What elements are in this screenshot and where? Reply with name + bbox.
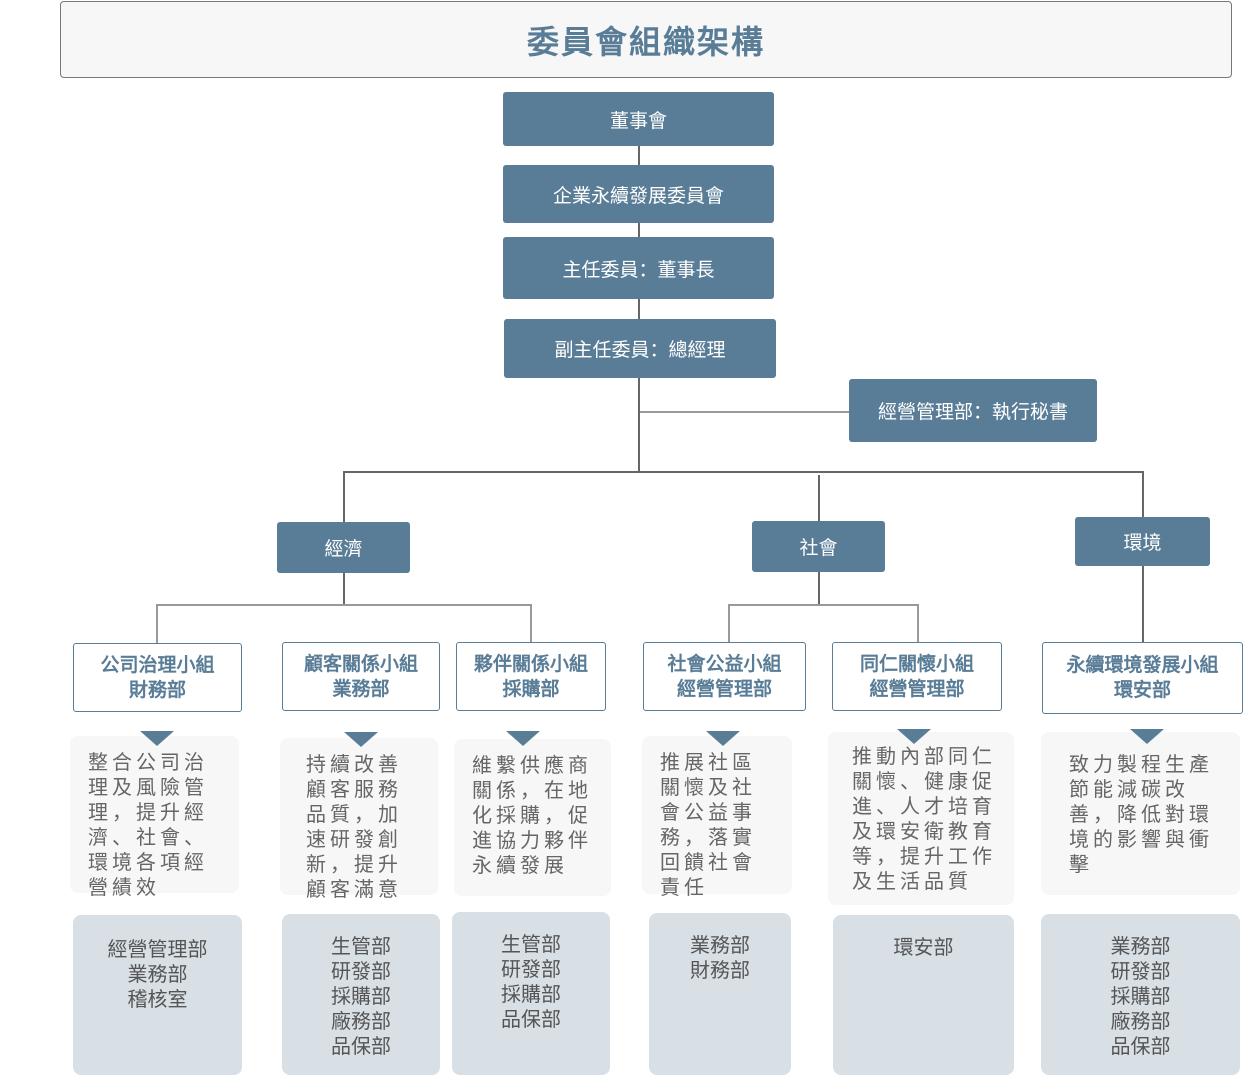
member-department: 廠務部 — [331, 1009, 391, 1033]
member-departments: 經營管理部業務部稽核室 — [73, 915, 242, 1075]
connector-line — [638, 145, 640, 165]
connector-line — [530, 604, 532, 642]
member-department: 研發部 — [331, 959, 391, 983]
node-label: 企業永續發展委員會 — [552, 184, 724, 207]
connector-line — [818, 475, 820, 522]
group-dept: 環安部 — [1113, 679, 1171, 701]
description-text: 維繫供應商關係，在地化採購，促進協力夥伴永續發展 — [472, 753, 592, 877]
group-description: 致力製程生產節能減碳改善，降低對環境的影響與衝擊 — [1041, 732, 1240, 895]
connector-line — [638, 377, 640, 471]
connector-line — [638, 222, 640, 237]
connector-line — [917, 604, 919, 642]
connector-line — [343, 572, 345, 605]
group-sustainable-environment: 永續環境發展小組環安部 — [1042, 642, 1243, 714]
member-department: 環安部 — [893, 935, 954, 959]
group-employee-care: 同仁關懷小組經營管理部 — [832, 642, 1002, 711]
node-label: 經濟 — [324, 538, 363, 560]
member-department: 採購部 — [1110, 984, 1171, 1008]
node-label: 環境 — [1123, 532, 1162, 554]
description-text: 致力製程生產節能減碳改善，降低對環境的影響與衝擊 — [1069, 752, 1213, 876]
connector-line — [156, 604, 158, 644]
member-department: 品保部 — [331, 1034, 391, 1058]
group-name: 顧客關係小組 — [303, 652, 418, 675]
group-name: 公司治理小組 — [100, 653, 215, 676]
node-label: 主任委員：董事長 — [562, 258, 715, 281]
down-arrow-icon — [706, 731, 740, 746]
node-executive-secretary: 經營管理部：執行秘書 — [849, 379, 1097, 442]
group-dept: 業務部 — [332, 677, 390, 700]
member-department: 廠務部 — [1110, 1009, 1171, 1033]
group-description: 推動內部同仁關懷、健康促進、人才培育及環安衛教育等，提升工作及生活品質 — [828, 732, 1014, 905]
group-partner-relations: 夥伴關係小組採購部 — [456, 642, 606, 711]
group-social-welfare: 社會公益小組經營管理部 — [643, 642, 806, 711]
node-sustainability-committee: 企業永續發展委員會 — [503, 165, 774, 223]
member-department: 經營管理部 — [107, 937, 208, 961]
pillar-environment: 環境 — [1075, 517, 1210, 566]
group-corporate-governance: 公司治理小組財務部 — [73, 643, 242, 712]
member-department: 採購部 — [501, 982, 561, 1006]
group-name: 同仁關懷小組 — [859, 652, 974, 675]
description-text: 持續改善顧客服務品質，加速研發創新，提升顧客滿意 — [306, 752, 402, 901]
member-departments: 業務部研發部採購部廠務部品保部 — [1041, 914, 1240, 1075]
member-departments: 業務部財務部 — [649, 913, 791, 1075]
group-customer-relations: 顧客關係小組業務部 — [282, 642, 440, 711]
member-department: 研發部 — [501, 957, 561, 981]
member-departments: 環安部 — [833, 915, 1014, 1075]
chart-title: 委員會組織架構 — [526, 22, 765, 61]
node-label: 副主任委員：總經理 — [554, 339, 726, 361]
down-arrow-icon — [1130, 729, 1164, 744]
group-dept: 採購部 — [502, 677, 560, 700]
node-label: 董事會 — [609, 109, 667, 132]
group-dept: 經營管理部 — [869, 677, 965, 700]
description-text: 推動內部同仁關懷、健康促進、人才培育及環安衛教育等，提升工作及生活品質 — [852, 744, 996, 893]
group-description: 持續改善顧客服務品質，加速研發創新，提升顧客滿意 — [280, 738, 438, 901]
connector-line — [728, 604, 918, 606]
group-name: 夥伴關係小組 — [473, 652, 588, 675]
member-department: 品保部 — [501, 1007, 561, 1031]
pillar-economy: 經濟 — [277, 522, 410, 573]
member-department: 業務部 — [690, 933, 750, 957]
member-department: 財務部 — [690, 958, 750, 982]
member-department: 業務部 — [127, 962, 188, 986]
pillar-society: 社會 — [752, 521, 885, 572]
connector-line — [1142, 471, 1144, 518]
description-text: 推展社區關懷及社會公益事務，落實回饋社會責任 — [660, 750, 756, 899]
member-department: 生管部 — [501, 932, 561, 956]
group-description: 維繫供應商關係，在地化採購，促進協力夥伴永續發展 — [454, 739, 611, 896]
group-dept: 經營管理部 — [676, 677, 772, 700]
node-chairman: 主任委員：董事長 — [503, 237, 774, 299]
node-board: 董事會 — [503, 92, 774, 146]
connector-line — [818, 571, 820, 605]
member-departments: 生管部研發部採購部品保部 — [452, 912, 610, 1075]
down-arrow-icon — [344, 732, 378, 747]
node-label: 社會 — [799, 537, 838, 559]
node-vice-chairman: 副主任委員：總經理 — [504, 319, 776, 378]
group-description: 整合公司治理及風險管理，提升經濟、社會、環境各項經營績效 — [70, 736, 239, 899]
group-dept: 財務部 — [128, 678, 186, 701]
description-text: 整合公司治理及風險管理，提升經濟、社會、環境各項經營績效 — [88, 750, 208, 899]
connector-line — [728, 604, 730, 642]
member-department: 稽核室 — [127, 987, 188, 1011]
connector-line — [156, 604, 531, 606]
member-department: 生管部 — [331, 934, 391, 958]
down-arrow-icon — [140, 731, 174, 746]
group-description: 推展社區關懷及社會公益事務，落實回饋社會責任 — [642, 736, 792, 899]
connector-line — [1142, 565, 1144, 643]
member-departments: 生管部研發部採購部廠務部品保部 — [282, 914, 440, 1075]
connector-line — [343, 471, 345, 523]
member-department: 品保部 — [1110, 1034, 1171, 1058]
member-department: 採購部 — [331, 984, 391, 1008]
chart-title-box: 委員會組織架構 — [60, 1, 1232, 78]
member-department: 業務部 — [1110, 934, 1171, 958]
connector-line — [640, 411, 849, 413]
down-arrow-icon — [506, 731, 540, 746]
group-name: 永續環境發展小組 — [1066, 654, 1219, 676]
group-name: 社會公益小組 — [667, 652, 782, 675]
member-department: 研發部 — [1110, 959, 1171, 983]
down-arrow-icon — [897, 729, 931, 744]
connector-line — [343, 471, 1143, 473]
node-label: 經營管理部：執行秘書 — [877, 401, 1068, 423]
connector-line — [638, 298, 640, 319]
